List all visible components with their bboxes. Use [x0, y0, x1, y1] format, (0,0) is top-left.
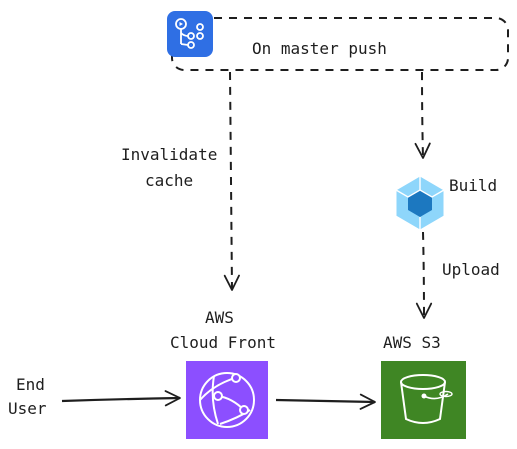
- cloudfront-to-s3-arrow: [275, 393, 376, 410]
- s3-bucket-icon: [381, 361, 466, 439]
- trigger-label: On master push: [252, 39, 387, 58]
- s3-label: AWS S3: [383, 333, 441, 352]
- build-arrow: [414, 71, 431, 159]
- github-actions-icon: [167, 11, 213, 57]
- cloudfront-label-line1: AWS: [205, 308, 234, 327]
- invalidate-label-line2: cache: [145, 171, 193, 190]
- invalidate-arrow: [223, 71, 240, 291]
- upload-label: Upload: [442, 260, 500, 279]
- end-user-label-line1: End: [16, 375, 45, 394]
- cloudfront-label-line2: Cloud Front: [170, 333, 276, 352]
- user-to-cloudfront-arrow: [61, 390, 181, 407]
- invalidate-label-line1: Invalidate: [121, 145, 217, 164]
- end-user-label-line2: User: [8, 399, 47, 418]
- build-label: Build: [449, 176, 497, 195]
- cloudfront-icon: [186, 361, 268, 439]
- upload-arrow: [415, 231, 433, 319]
- webpack-icon: [395, 175, 445, 231]
